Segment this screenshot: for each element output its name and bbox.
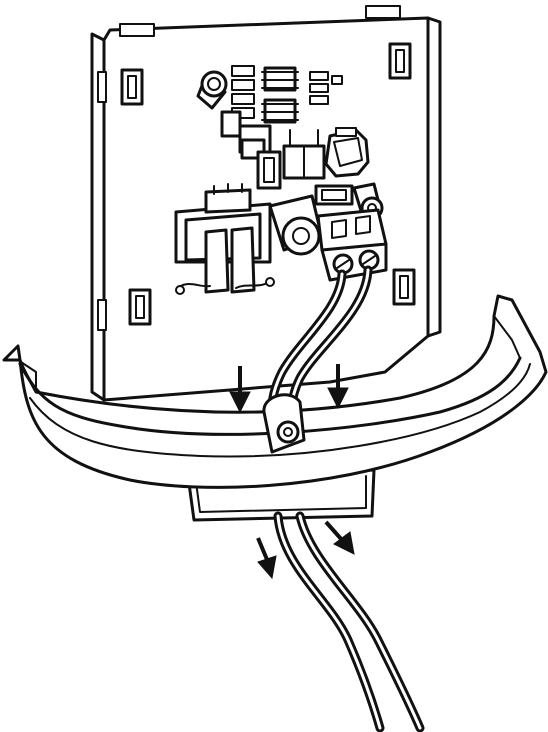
resistor-array-icon [309,71,343,105]
clip-tab-icon [119,23,155,37]
mounting-slot-icon [128,288,152,326]
mounting-slot-icon [388,42,412,80]
capacitor-icon [268,194,324,256]
two-wire-cable [262,265,425,732]
down-arrow-icon [229,366,251,414]
connector-icon [256,150,282,190]
ic-chip-icon [261,98,299,124]
mounting-slot-icon [120,68,144,106]
down-arrow-icon [256,537,277,580]
mounting-tray [2,294,548,522]
relay-icon [174,183,275,295]
pcb-components [174,65,384,295]
capacitor-icon [196,70,228,110]
regulator-icon [282,129,326,180]
mounting-slot-icon [392,268,416,306]
inductor-icon [324,127,370,178]
terminal-block-icon [316,208,388,282]
ic-chip-icon [261,66,299,92]
cable-clamp-icon [262,393,306,454]
down-arrow-icon [327,364,349,410]
clip-tab-icon [365,5,401,19]
resistor-array-icon [231,65,255,119]
down-arrow-icon [324,520,355,555]
